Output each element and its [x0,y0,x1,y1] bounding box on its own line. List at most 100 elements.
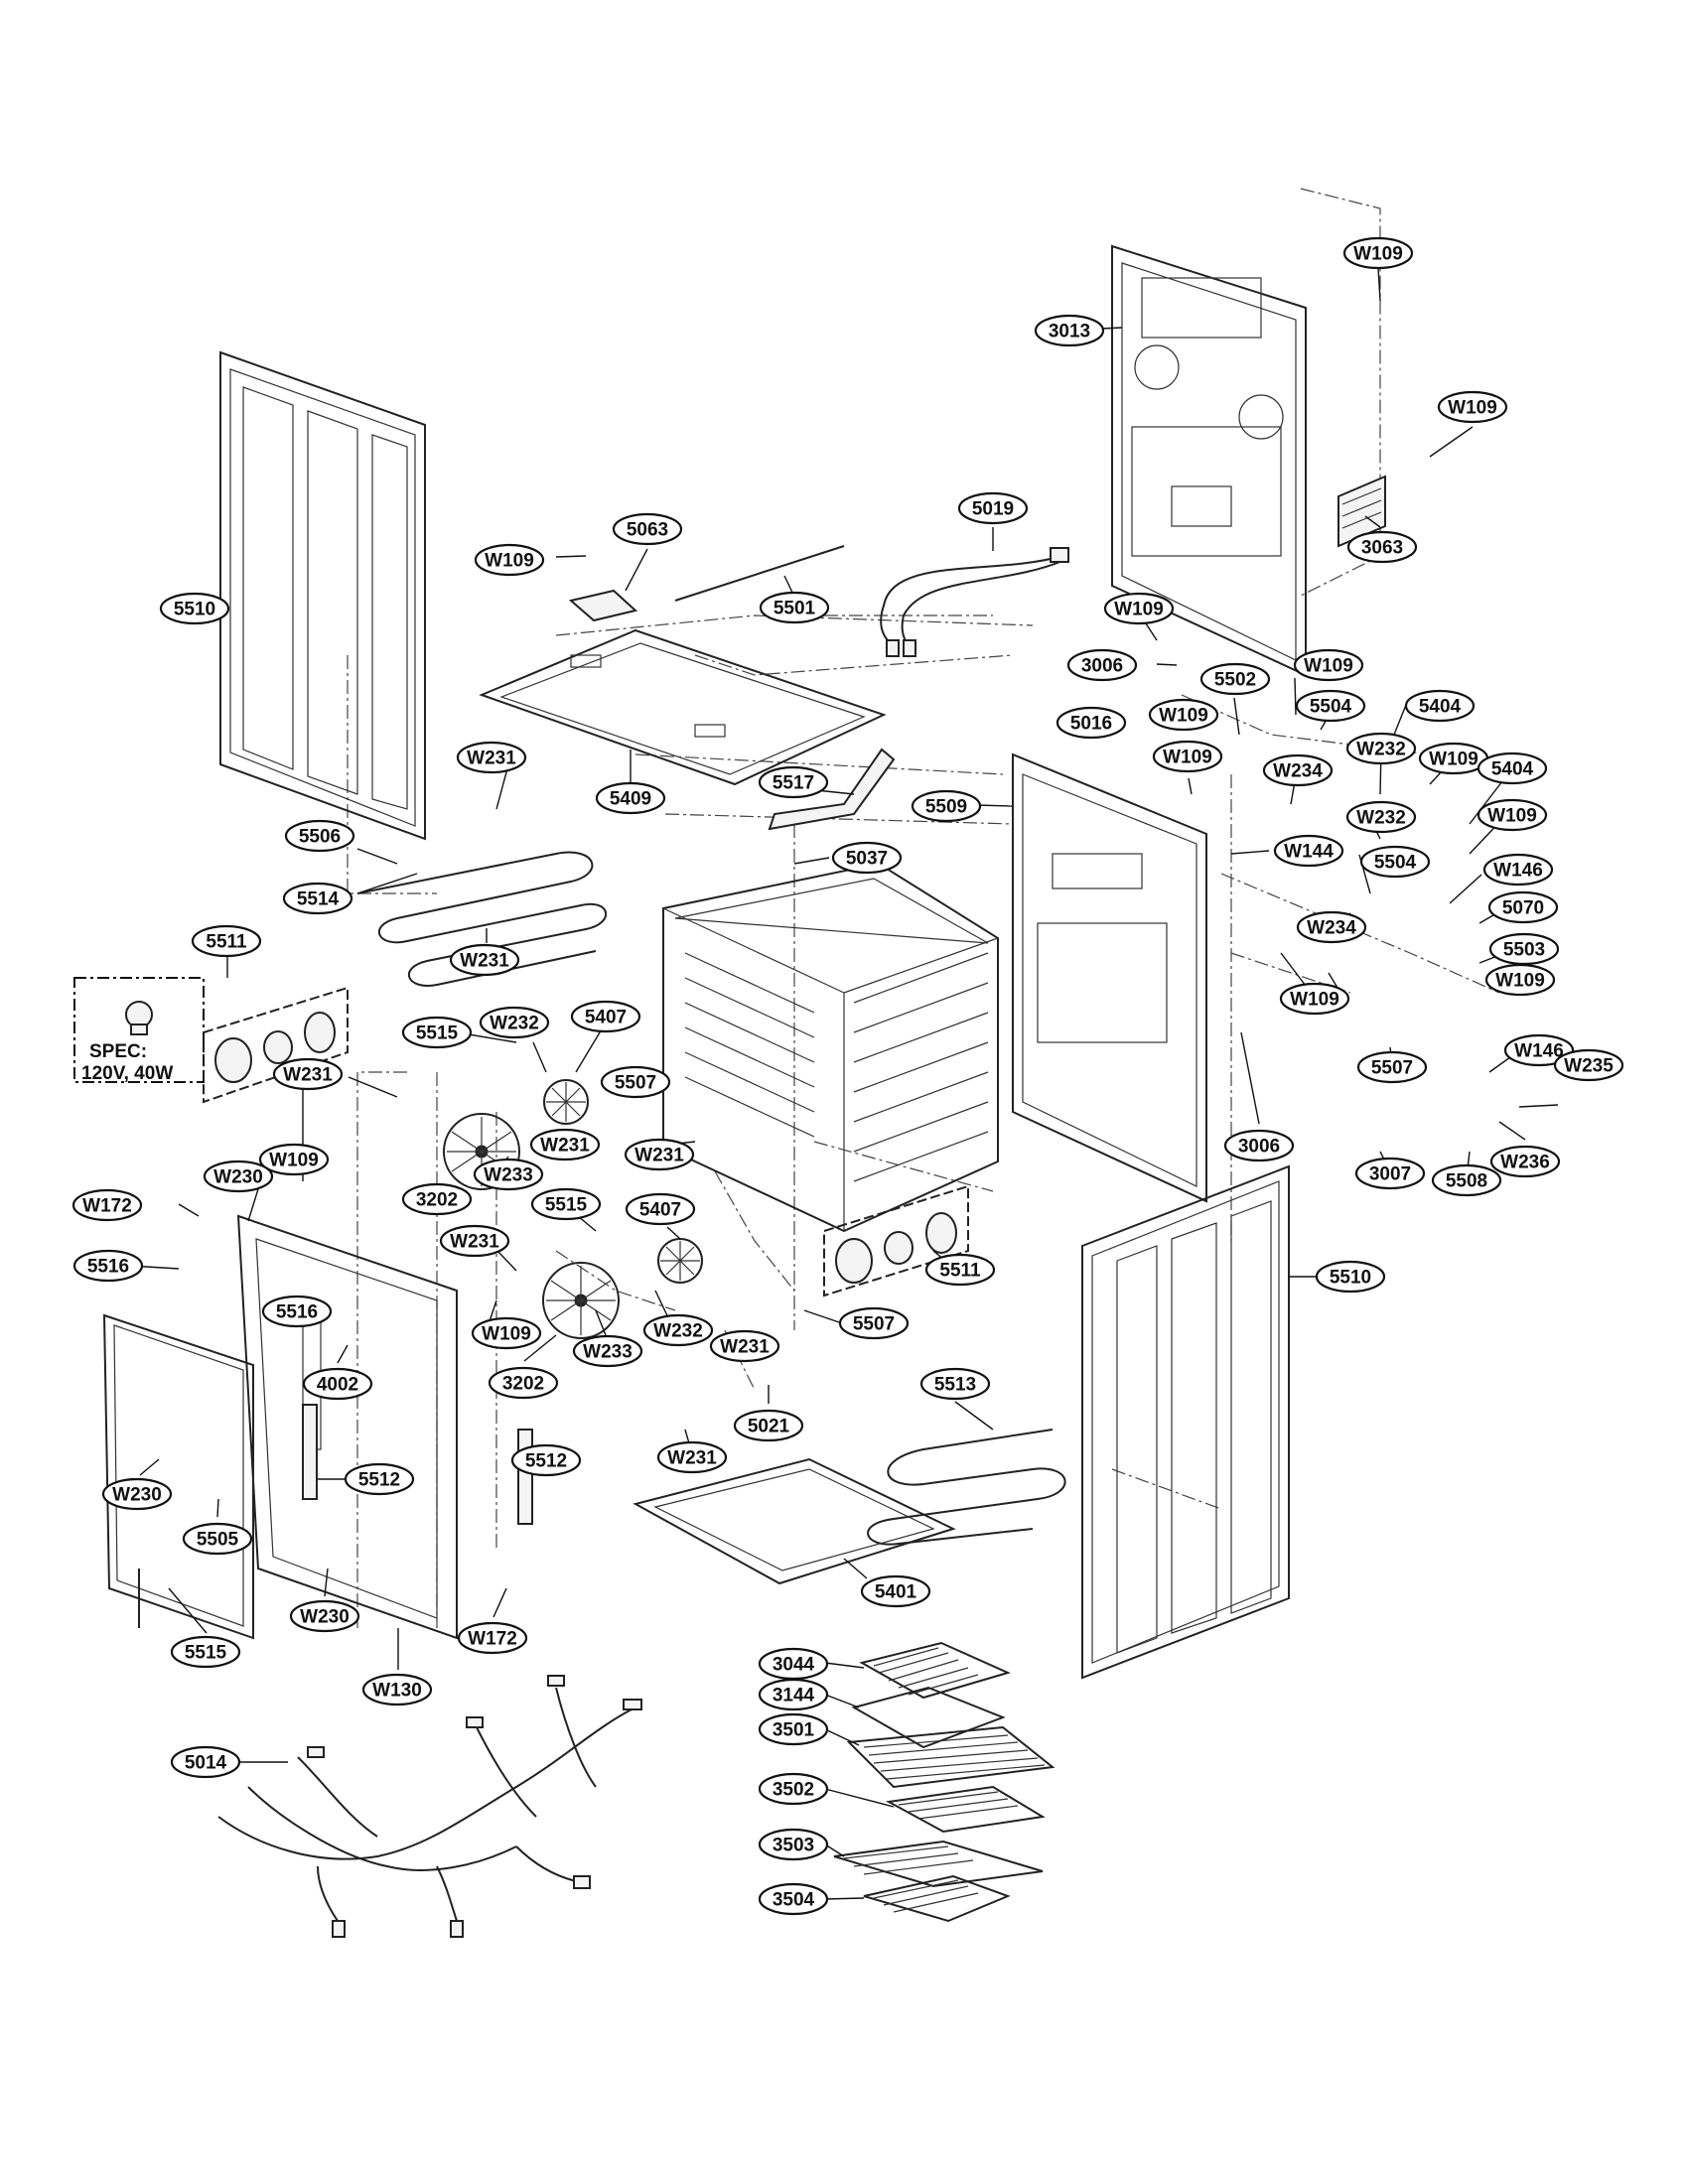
callout-oval [709,1329,780,1363]
part-callout: W232 [642,1313,714,1347]
callout-oval [1487,890,1559,924]
part-callout: 5507 [1356,1050,1428,1084]
callout-oval [572,1334,643,1368]
part-number-label: 5507 [853,1314,895,1335]
vent-duct-bracket [768,748,896,831]
part-number-label: 5516 [276,1302,318,1323]
part-callout: 3044 [758,1647,829,1681]
part-number-label: 5515 [416,1024,459,1044]
part-callout: 3007 [1354,1157,1426,1190]
part-number-label: W231 [540,1136,590,1157]
part-number-label: W232 [490,1014,539,1034]
part-number-label: 3006 [1081,656,1123,677]
callout-oval [170,1745,241,1779]
part-callout: 5507 [838,1306,910,1340]
part-callout: W233 [572,1334,643,1368]
part-callout: 5511 [924,1253,996,1287]
part-callouts: W1093013W10930635019W109506355015510W109… [71,236,1624,1916]
part-number-label: W236 [1500,1153,1550,1173]
callout-oval [401,1016,473,1049]
part-callout: W109 [471,1316,542,1350]
part-number-label: W233 [484,1165,533,1186]
part-number-label: W109 [1159,706,1208,727]
part-callout: W231 [272,1057,344,1091]
upper-lamp-assembly [203,986,349,1104]
part-number-label: 5516 [87,1257,129,1278]
callout-oval [860,1574,931,1608]
part-callout: W232 [1345,800,1417,834]
front-frame [236,1214,458,1640]
part-number-label: W232 [1356,808,1406,829]
sensor-wire [674,545,845,602]
callout-oval [1293,648,1364,682]
part-callout: W109 [1484,963,1556,997]
callout-oval [625,1192,696,1226]
part-callout: 5409 [595,781,666,815]
callout-oval [272,1057,344,1091]
part-callout: W230 [289,1599,360,1633]
part-callout: W236 [1489,1145,1561,1178]
part-number-label: W235 [1564,1056,1614,1077]
part-callout: 5509 [911,789,982,823]
part-number-label: 4002 [317,1375,358,1396]
part-number-label: W109 [1487,806,1537,827]
callout-oval [1345,800,1417,834]
part-number-label: W109 [269,1151,319,1171]
part-callout: 5512 [344,1462,415,1496]
callout-oval [1356,1050,1428,1084]
callout-oval [570,1000,641,1033]
part-callout: W231 [439,1224,510,1258]
callout-oval [1431,1163,1502,1197]
callout-oval [258,1143,330,1176]
callout-oval [439,1224,510,1258]
part-number-label: 3202 [502,1374,544,1395]
part-number-label: W234 [1273,761,1323,782]
part-number-label: W230 [112,1485,162,1506]
callout-oval [1477,798,1548,832]
part-callout: 5515 [401,1016,473,1049]
part-number-label: 5511 [206,932,247,953]
callout-oval [957,491,1029,525]
part-callout: 5510 [159,592,230,625]
part-callout: 5512 [510,1443,582,1477]
callout-oval [1489,1145,1561,1178]
part-callout: 3006 [1223,1129,1295,1162]
callout-oval [1279,982,1350,1016]
part-number-label: 5505 [197,1530,239,1551]
callout-oval [758,1828,829,1861]
part-callout: 5517 [758,765,829,799]
callout-oval [282,882,353,915]
callout-oval [1034,314,1105,347]
part-number-label: 3007 [1369,1164,1411,1185]
part-number-label: W130 [372,1681,422,1702]
part-callout: 5503 [1488,932,1560,966]
lower-convection-fan [542,1262,620,1339]
part-number-label: W231 [283,1065,333,1086]
callout-oval [1315,1260,1386,1294]
part-callout: 5070 [1487,890,1559,924]
part-number-label: 5515 [185,1643,227,1664]
callout-oval [1553,1048,1624,1082]
part-number-label: W231 [460,951,509,972]
callout-oval [1482,853,1554,887]
part-number-label: 5021 [748,1417,790,1437]
part-callout: 3504 [758,1882,829,1916]
part-number-label: W109 [1429,750,1478,770]
part-number-label: W109 [1163,748,1212,768]
part-callout: W109 [1418,742,1489,775]
callout-oval [1295,689,1366,723]
part-callout: 4002 [302,1367,373,1401]
upper-fan-blade [543,1079,589,1125]
callout-oval [530,1187,602,1221]
callout-oval [1437,390,1508,424]
spec-title: SPEC: [89,1041,147,1062]
part-number-label: 5515 [545,1195,588,1216]
top-cover [479,628,887,786]
part-callout: 3503 [758,1828,829,1861]
part-number-label: W109 [1353,244,1403,265]
callout-oval [1296,910,1367,944]
part-number-label: 5502 [1214,670,1256,691]
callout-oval [758,1712,829,1746]
part-number-label: 5507 [1371,1058,1413,1079]
